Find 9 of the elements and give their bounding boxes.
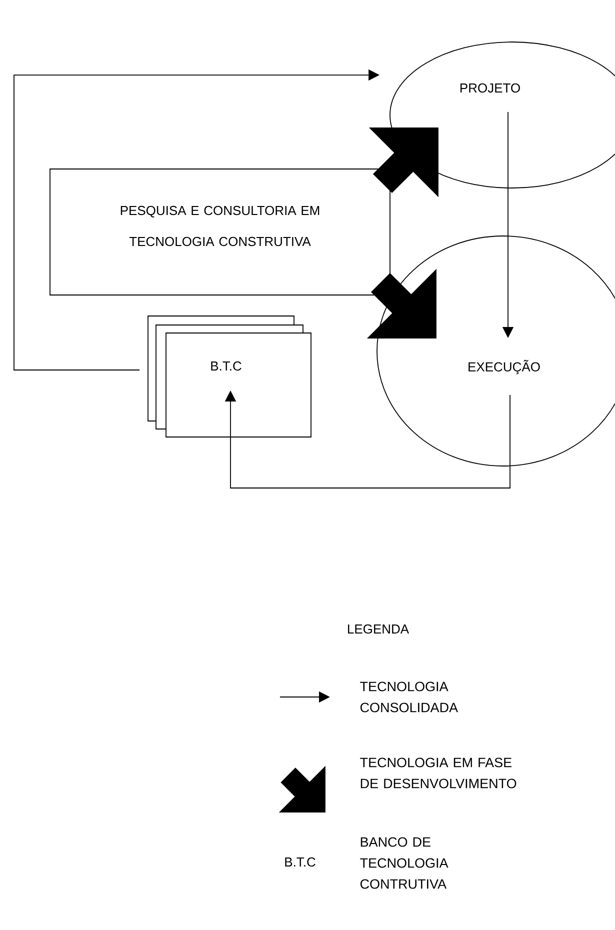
stacked-box: B.T.C [148,316,312,438]
legend-text: TECNOLOGIA EM FASE DE DESENVOLVIMENTO [360,758,516,788]
process-box: PESQUISA E CONSULTORIA EM TECNOLOGIA CONSTRUTIVA [50,168,390,296]
legend-title: LEGENDA [348,624,410,634]
block-arrow [366,268,436,338]
legend-text: TECNOLOGIA CONSOLIDADA [360,682,458,712]
block-arrow [368,128,438,198]
legend-text: BANCO DE TECNOLOGIA CONTRUTIVA [360,837,448,889]
abbreviation-label: B.T.C [285,857,316,867]
